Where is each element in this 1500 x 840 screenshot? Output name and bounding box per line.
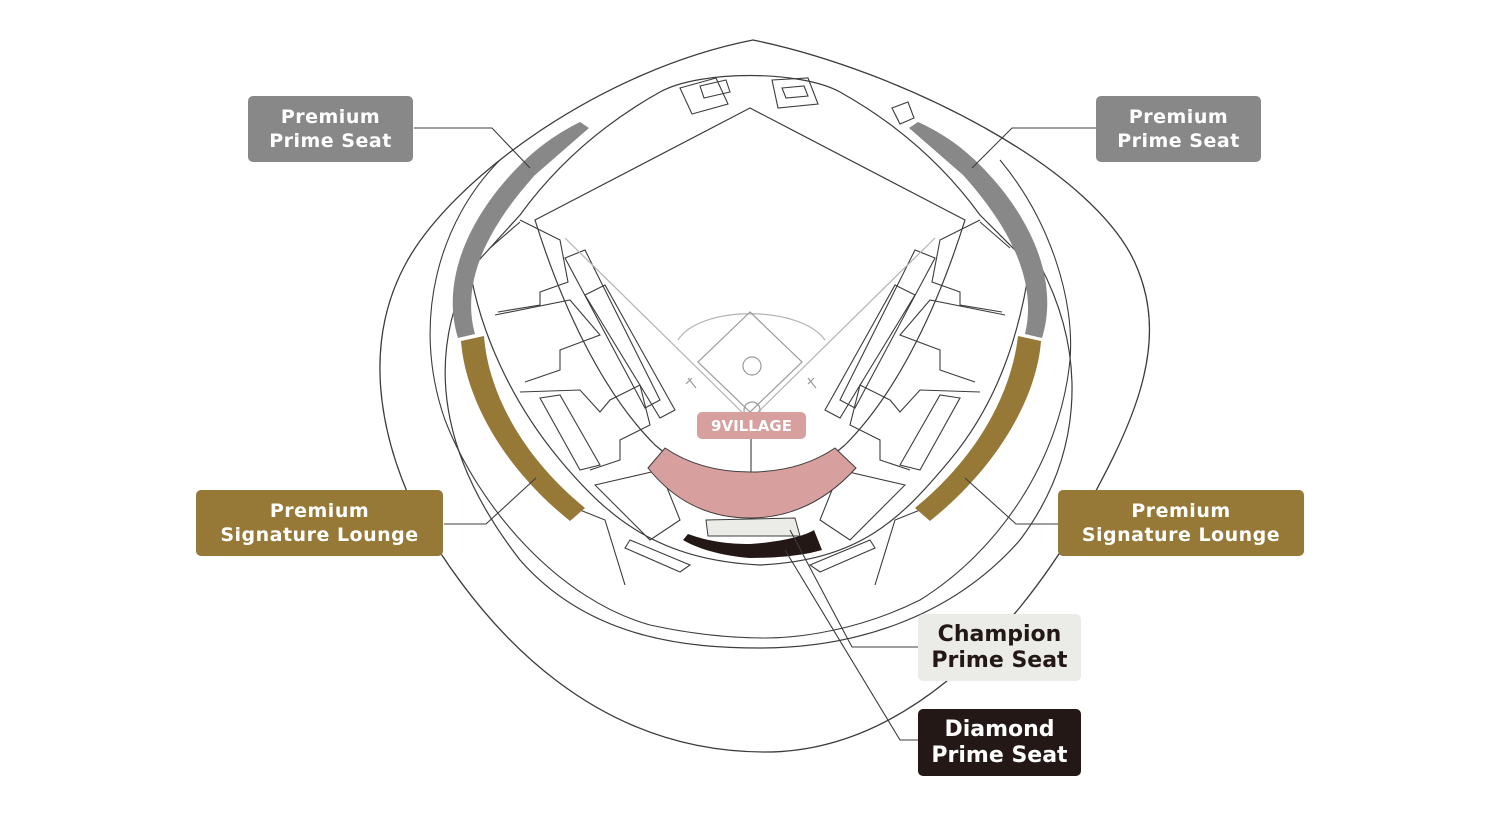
signature-lounge-left-zone[interactable]	[461, 336, 585, 521]
label-line2: Prime Seat	[931, 742, 1068, 768]
champion-prime-seat-label[interactable]: Champion Prime Seat	[918, 614, 1081, 681]
signature-lounge-right-zone[interactable]	[915, 336, 1041, 521]
label-line1: Premium	[280, 106, 381, 128]
signature-lounge-right-label[interactable]: Premium Signature Lounge	[1058, 490, 1304, 556]
label-line2: Prime Seat	[931, 647, 1068, 673]
leader-lines	[414, 127, 1096, 741]
concourse-ring-inner	[429, 159, 1072, 639]
leader-diamond	[784, 549, 918, 741]
label-line2: Prime Seat	[269, 130, 392, 152]
diamond-prime-seat-label[interactable]: Diamond Prime Seat	[918, 709, 1081, 776]
label-line1: Premium	[269, 500, 370, 522]
label-line2: Signature Lounge	[1081, 524, 1281, 546]
concourse-ring	[444, 264, 1073, 649]
leader-champion	[789, 529, 918, 648]
champion-prime-seat-zone[interactable]	[705, 517, 801, 537]
leader-premium-prime-left	[414, 127, 531, 169]
stand-sections-left	[489, 219, 692, 586]
leader-signature-right	[964, 477, 1058, 525]
village-label[interactable]: 9VILLAGE	[697, 412, 806, 439]
scoreboard-blocks	[679, 77, 915, 125]
label-line1: Diamond	[944, 716, 1055, 742]
outer-boundary	[379, 39, 1151, 753]
label-line1: Premium	[1131, 500, 1231, 522]
infield	[564, 237, 936, 421]
leader-signature-left	[444, 477, 537, 525]
village-zone[interactable]	[647, 447, 857, 519]
diamond-prime-seat-zone[interactable]	[683, 530, 822, 558]
leader-premium-prime-right	[971, 127, 1096, 169]
signature-lounge-left-label[interactable]: Premium Signature Lounge	[196, 490, 443, 556]
label-line1: Champion	[937, 621, 1062, 647]
stand-outer-wall	[469, 74, 1031, 566]
premium-prime-seat-right-label[interactable]: Premium Prime Seat	[1096, 96, 1261, 162]
premium-prime-seat-left-label[interactable]: Premium Prime Seat	[248, 96, 413, 162]
stand-sections-right	[808, 219, 1011, 586]
premium-prime-seat-right-zone[interactable]	[909, 122, 1048, 338]
label-line1: Premium	[1128, 106, 1229, 128]
label-line2: Signature Lounge	[220, 524, 419, 546]
label-line2: Prime Seat	[1117, 130, 1240, 152]
premium-prime-seat-left-zone[interactable]	[452, 122, 589, 338]
